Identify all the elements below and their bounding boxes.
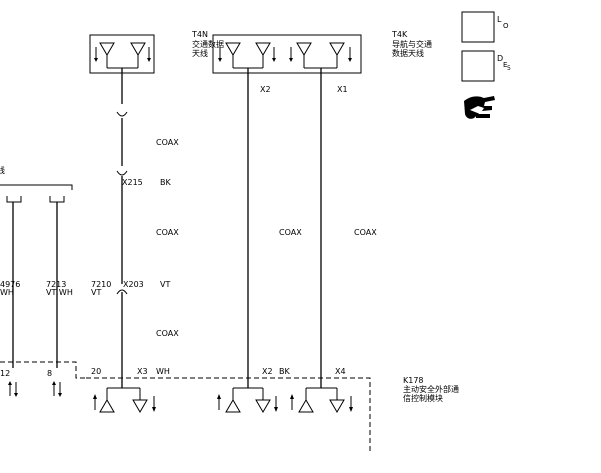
left-wire2-color: VT WH xyxy=(46,288,73,297)
antenna-icon xyxy=(329,42,352,68)
k178-name-line2: 信控制模块 xyxy=(403,393,443,403)
k178-ref: K178 xyxy=(403,376,424,385)
coax-jack-icon xyxy=(217,387,278,413)
bidirectional-arrow-icon xyxy=(8,381,18,397)
antenna-icon xyxy=(218,42,241,68)
coax-label: COAX xyxy=(156,329,179,338)
k178-pin1-number: 20 xyxy=(91,367,101,376)
left-wire1-color: WH xyxy=(0,288,14,297)
t4k-antenna xyxy=(212,34,362,74)
t4k-pin-right: X1 xyxy=(337,85,348,94)
t4k-pin-left: X2 xyxy=(260,85,271,94)
coax-jack-icon xyxy=(93,387,156,413)
antenna-icon xyxy=(255,42,276,68)
x215-ref: X215 xyxy=(122,178,143,187)
left-fragment: 线 4976 WH 7213 VT WH 12 8 xyxy=(0,165,86,397)
coax-label: COAX xyxy=(156,228,179,237)
x203-ref: X203 xyxy=(123,280,144,289)
legend-box1-label: L xyxy=(497,15,502,24)
hand-pointer-icon xyxy=(464,96,495,119)
left-wire1-circuit: 4976 xyxy=(0,280,20,289)
t4n-name-line2: 天线 xyxy=(192,48,208,58)
legend-box1-sub: O xyxy=(503,22,509,30)
legend-box2-sub2: 5 xyxy=(507,65,511,72)
k178-pin1-color: WH xyxy=(156,367,170,376)
coax-jack-icon xyxy=(290,387,353,413)
t4k-name-line2: 数据天线 xyxy=(392,48,424,58)
left-wire2-pin: 8 xyxy=(47,369,52,378)
left-header-text: 线 xyxy=(0,165,5,175)
t4n-name-line1: 交通数据 xyxy=(192,39,224,49)
left-wire1-pin: 12 xyxy=(0,369,10,378)
t4n-antenna xyxy=(89,34,155,74)
center-wire-circuit: 7210 xyxy=(91,280,111,289)
antenna-icon xyxy=(130,42,151,68)
k178-module: 20 X3 WH X2 BK X4 xyxy=(86,367,371,452)
legend: L O D E 5 xyxy=(461,11,511,119)
k178-pin2-conn: X2 xyxy=(262,367,273,376)
k178-pin1-conn: X3 xyxy=(137,367,148,376)
antenna-icon xyxy=(289,42,312,68)
t4n-coax-cable xyxy=(116,68,128,388)
k178-name-line1: 主动安全外部通 xyxy=(403,384,459,394)
x203-color: VT xyxy=(160,280,170,289)
x215-color: BK xyxy=(160,178,171,187)
coax-label: COAX xyxy=(354,228,377,237)
legend-box2-sub: E xyxy=(503,61,507,69)
left-wire2-circuit: 7213 xyxy=(46,280,66,289)
k178-pin3-conn: X4 xyxy=(335,367,346,376)
bidirectional-arrow-icon xyxy=(52,381,62,397)
legend-box2-label: D xyxy=(497,54,503,63)
coax-label: COAX xyxy=(156,138,179,147)
k178-pin2-color: BK xyxy=(279,367,290,376)
t4n-ref: T4N xyxy=(191,30,208,39)
t4k-name-line1: 导航与交通 xyxy=(392,39,432,49)
t4k-ref: T4K xyxy=(391,30,408,39)
center-wire-color: VT xyxy=(91,288,101,297)
antenna-icon xyxy=(94,42,115,68)
coax-label: COAX xyxy=(279,228,302,237)
